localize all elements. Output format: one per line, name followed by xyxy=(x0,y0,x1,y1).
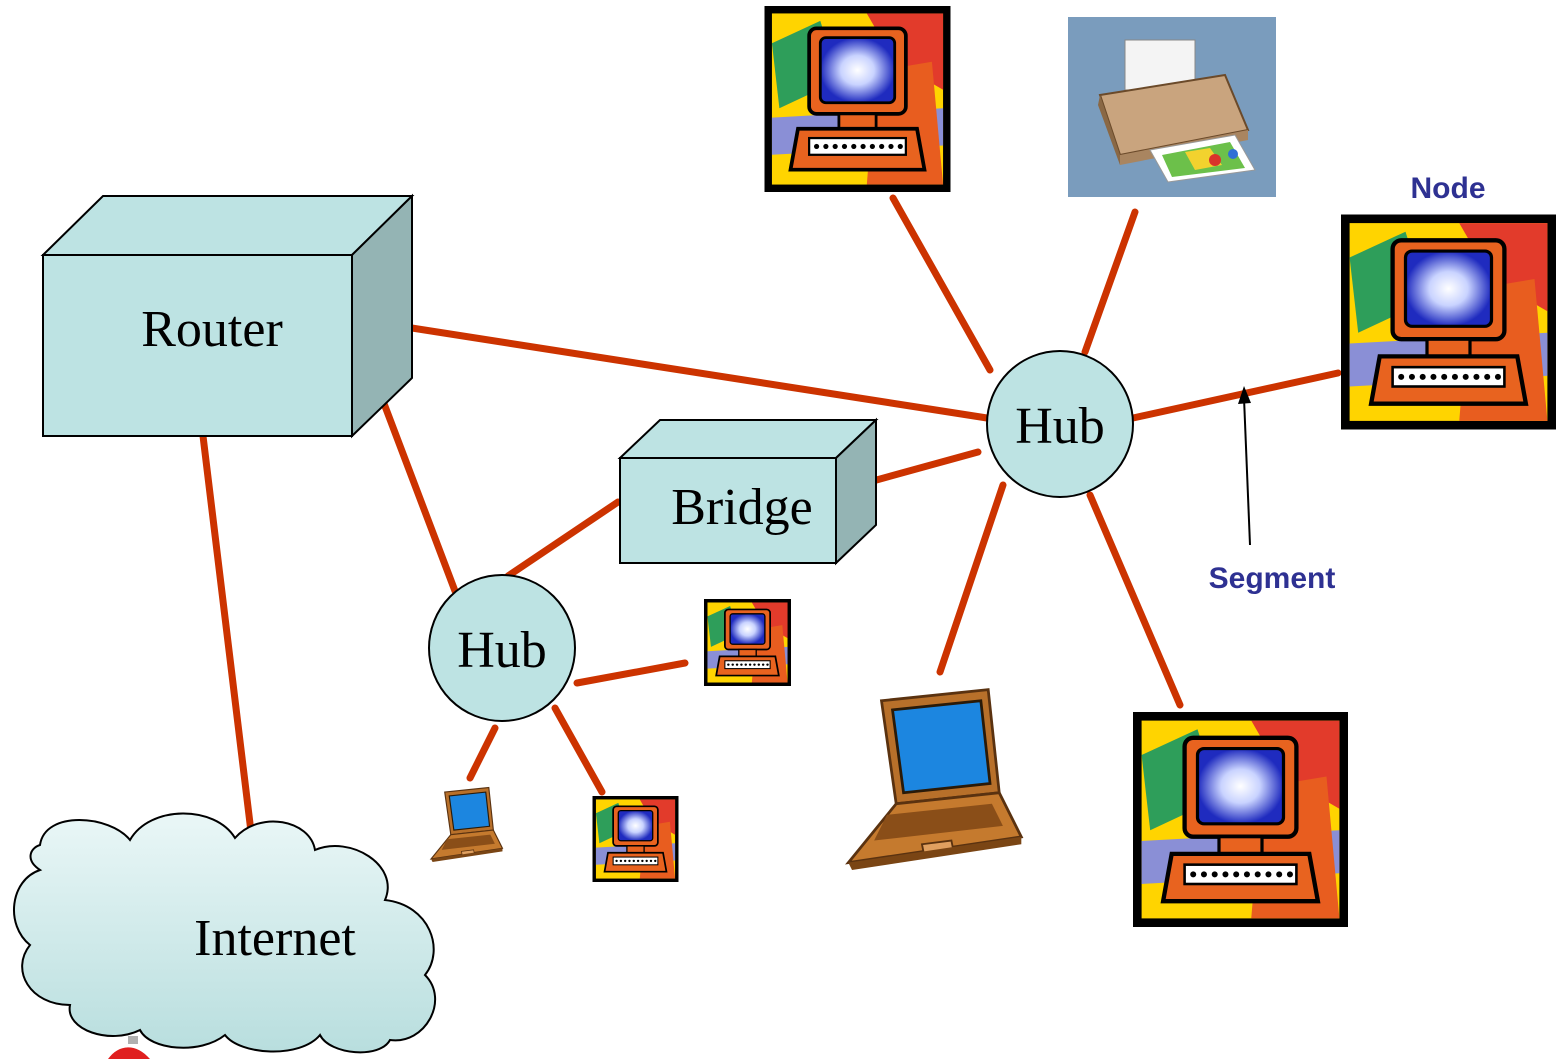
laptop-large xyxy=(846,688,1023,870)
router-label: Router xyxy=(141,301,283,358)
segment-label: Segment xyxy=(1209,562,1336,595)
desktop-computer-icon xyxy=(764,6,951,192)
segment-annotation: Segment xyxy=(1209,386,1336,595)
hub-main-label: Hub xyxy=(1015,398,1105,455)
link-hub-main-bottom-computer xyxy=(1086,491,1184,709)
logo-fragment xyxy=(108,1036,150,1059)
link-router-hub-small xyxy=(376,389,459,595)
link-hub-main-node xyxy=(1129,369,1342,422)
internet-label: Internet xyxy=(194,910,356,967)
arrowhead-icon xyxy=(1238,386,1251,404)
link-router-hub-main xyxy=(376,319,991,422)
bridge-device: Bridge xyxy=(617,417,879,566)
laptop-icon xyxy=(846,688,1023,870)
desktop-computer-top xyxy=(764,6,951,192)
desktop-computer-icon xyxy=(702,599,793,686)
desktop-computer-bottom-right xyxy=(1133,712,1348,927)
link-bridge-hub-small xyxy=(504,498,622,580)
laptop-small xyxy=(430,786,504,862)
link-hub-main-printer xyxy=(1081,208,1139,356)
link-hub-main-laptop xyxy=(936,481,1007,676)
link-bridge-hub-main xyxy=(858,448,982,488)
link-hub-main-top-computer xyxy=(889,194,994,374)
network-links xyxy=(199,194,1342,844)
printer-device xyxy=(1068,17,1276,197)
hub-small-label: Hub xyxy=(457,622,547,679)
internet-cloud: Internet xyxy=(13,812,436,1054)
node-annotation: Node xyxy=(1411,172,1486,205)
segment-pointer-arrow xyxy=(1243,397,1251,546)
hub-small: Hub xyxy=(428,574,576,722)
router-device: Router xyxy=(40,193,415,439)
link-router-internet xyxy=(199,432,256,844)
desktop-computer-node xyxy=(1341,215,1556,430)
laptop-icon xyxy=(430,786,504,862)
desktop-computer-icon xyxy=(1341,215,1556,430)
link-hub-small-computer-bottom xyxy=(551,704,606,796)
cloud-icon xyxy=(13,812,436,1054)
desktop-computer-small-bottom xyxy=(591,796,680,882)
bridge-label: Bridge xyxy=(671,479,813,536)
hub-main: Hub xyxy=(986,350,1134,498)
link-hub-small-computer-right xyxy=(573,659,689,687)
desktop-computer-small-right xyxy=(702,599,793,686)
link-hub-small-laptop xyxy=(466,724,499,782)
desktop-computer-icon xyxy=(1133,712,1348,927)
printer-icon xyxy=(1098,39,1256,183)
desktop-computer-icon xyxy=(591,796,680,882)
